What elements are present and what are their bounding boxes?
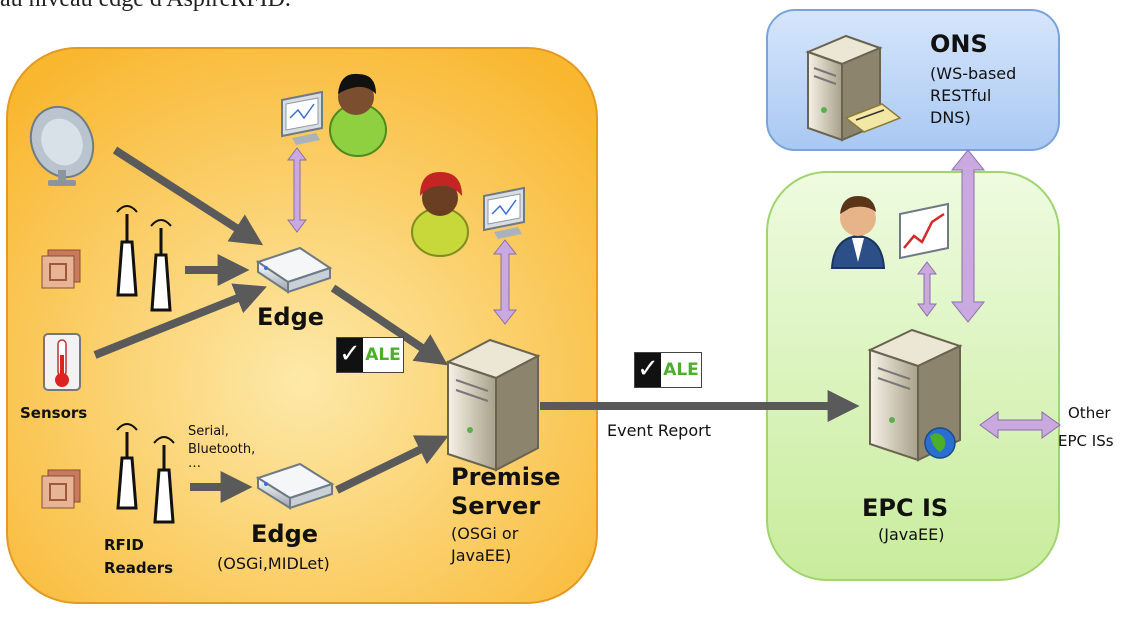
caption: au niveau edge d'AspireRFID. [0, 0, 291, 13]
arrow-antenna-to-edge [112, 146, 264, 246]
bidir-epc-other [979, 411, 1061, 439]
serial-label-line1: Serial, [188, 424, 229, 439]
monitor-icon [281, 90, 323, 145]
premise-server-title-line2: Server [451, 492, 541, 520]
arrow-sensor-to-edge [93, 283, 267, 359]
rfid-tag-icon [41, 249, 81, 289]
serial-label-line2: Bluetooth, [188, 442, 256, 457]
bidir-user2-server [492, 239, 518, 325]
rfid-readers-label-line2: Readers [104, 559, 174, 577]
ons-subtitle-line2: RESTful [930, 86, 992, 105]
ons-server-icon [805, 34, 902, 142]
premise-server-subtitle-line2: JavaEE) [451, 546, 512, 565]
check-icon: ✓ [337, 338, 363, 372]
premise-server-icon [445, 338, 541, 472]
thermometer-icon [43, 333, 81, 391]
edge-bottom-title: Edge [251, 520, 319, 548]
ons-subtitle-line3: DNS) [930, 108, 971, 127]
ons-subtitle-line1: (WS-based [930, 64, 1017, 83]
ale-badge: ✓ ALE [634, 352, 702, 388]
other-epc-label-line1: Other [1068, 404, 1111, 422]
arrow-edge-to-server [330, 284, 448, 366]
other-epc-label-line2: EPC ISs [1058, 432, 1114, 450]
edge-top-title: Edge [257, 303, 325, 331]
rfid-readers-label-line1: RFID [104, 536, 144, 554]
edge-device-icon [255, 462, 335, 510]
ale-badge: ✓ ALE [336, 337, 404, 373]
rfid-reader-icon [116, 205, 172, 312]
check-icon: ✓ [635, 353, 661, 387]
rfid-reader-icon [116, 423, 175, 524]
line-chart-icon [899, 202, 949, 260]
bidir-user1-edge [287, 147, 307, 233]
monitor-icon [483, 186, 525, 239]
bidir-analyst-epc [917, 261, 937, 317]
premise-server-subtitle-line1: (OSGi or [451, 524, 519, 543]
premise-server-title-line1: Premise [451, 463, 561, 491]
globe-icon [924, 427, 956, 459]
user-avatar-icon [411, 172, 469, 257]
rfid-tag-icon [41, 469, 81, 509]
ons-title: ONS [930, 30, 988, 58]
edge-device-icon [255, 246, 333, 294]
user-avatar-icon [329, 73, 387, 157]
epc-is-title: EPC IS [862, 494, 949, 522]
epc-is-subtitle: (JavaEE) [878, 525, 945, 544]
edge-bottom-subtitle: (OSGi,MIDLet) [217, 554, 330, 573]
arrow-edge2-to-server [335, 435, 449, 494]
epc-server-icon [867, 328, 963, 462]
bidir-ons-epc [950, 149, 986, 323]
satellite-dish-icon [29, 105, 95, 186]
serial-label-line3: … [188, 456, 201, 471]
analyst-avatar-icon [830, 196, 886, 269]
sensors-label: Sensors [20, 404, 88, 422]
event-report-label: Event Report [607, 421, 711, 440]
